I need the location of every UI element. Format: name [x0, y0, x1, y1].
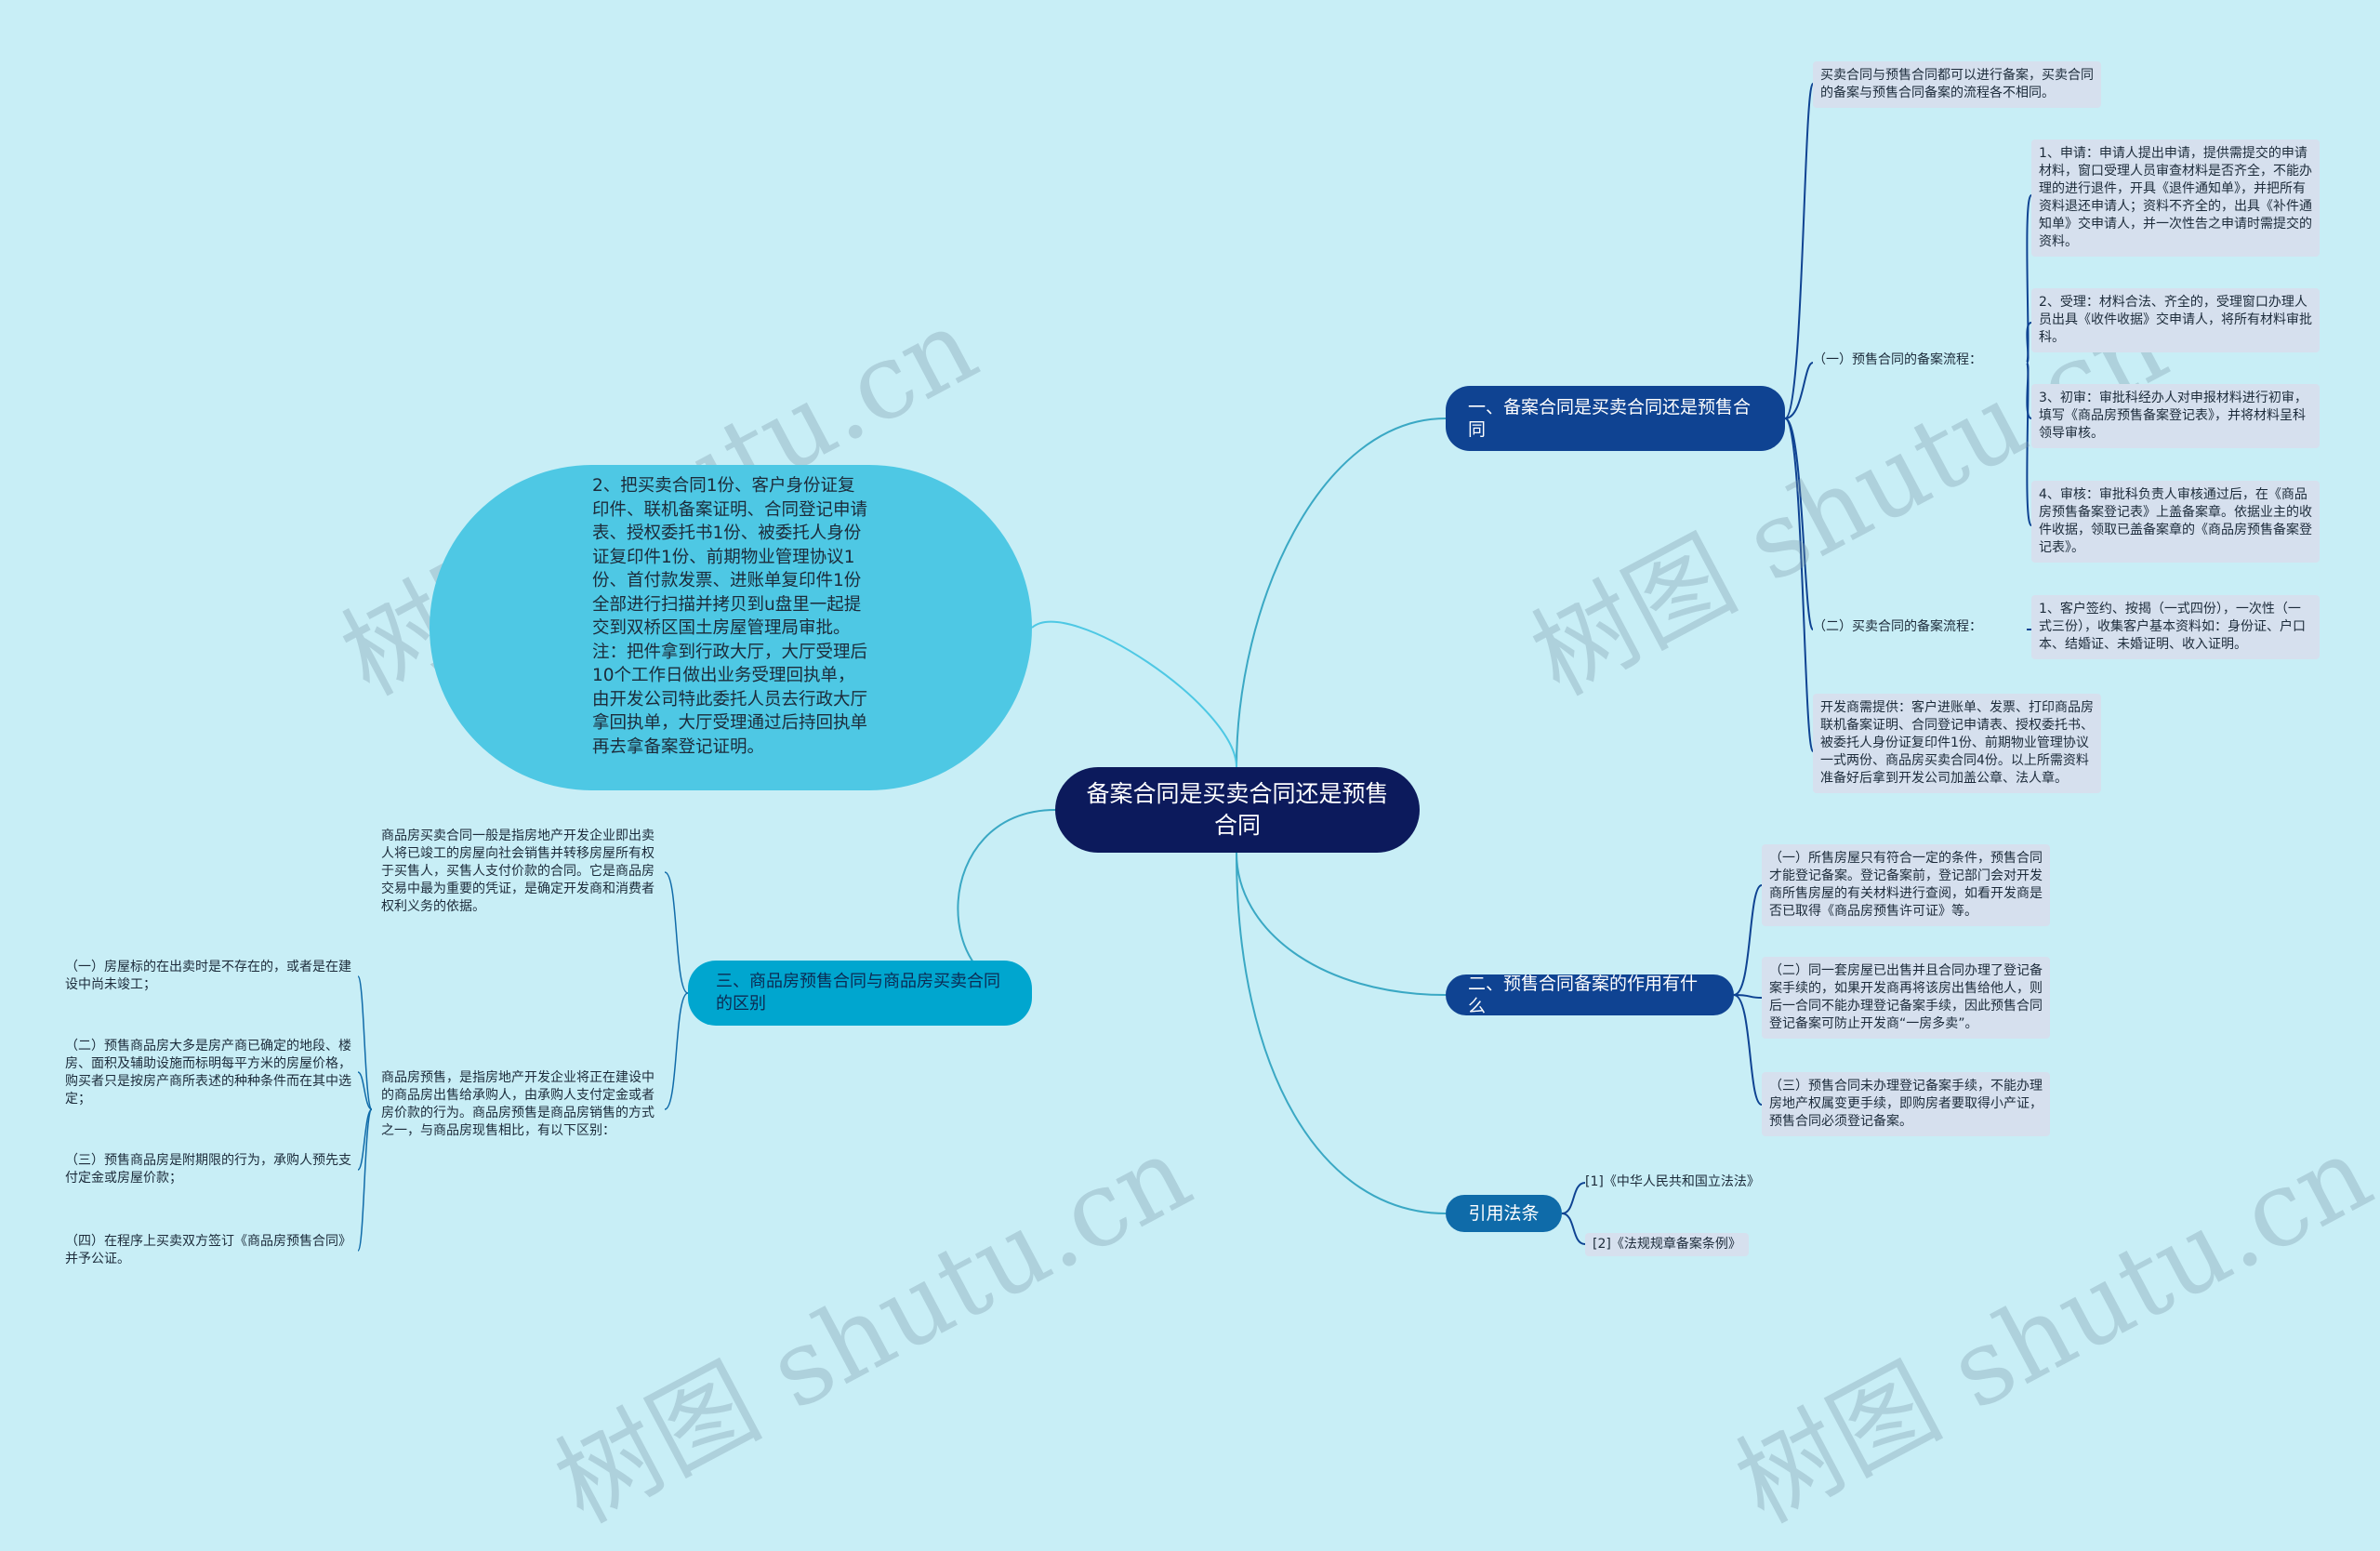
difference-item-3: （三）预售商品房是附期限的行为，承购人预先支付定金或房屋价款；	[65, 1153, 351, 1186]
law-reference-2[interactable]: [2]《法规规章备案条例》	[1585, 1233, 1749, 1256]
presale-step-4: 4、审核：审批科负责人审核通过后，在《商品房预售备案登记表》上盖备案章。依据业主…	[2031, 481, 2320, 563]
branch-contract-differences[interactable]: 三、商品房预售合同与商品房买卖合同的区别	[688, 961, 1032, 1026]
branch-cited-laws[interactable]: 引用法条	[1446, 1195, 1562, 1232]
purpose-item-3: （三）预售合同未办理登记备案手续，不能办理房地产权属变更手续，即购房者要取得小产…	[1762, 1072, 2050, 1136]
difference-item-1: （一）房屋标的在出卖时是不存在的，或者是在建设中尚未竣工；	[65, 960, 351, 992]
purchase-step-1: 1、客户签约、按揭（一式四份），一次性（一式三份），收集客户基本资料如：身份证、…	[2031, 595, 2320, 659]
purpose-item-2: （二）同一套房屋已出售并且合同办理了登记备案手续的，如果开发商再将该房出售给他人…	[1762, 957, 2050, 1039]
difference-item-2: （二）预售商品房大多是房产商已确定的地段、楼房、面积及辅助设施而标明每平方米的房…	[65, 1039, 351, 1107]
purchase-filing-step-2-bubble[interactable]: 2、把买卖合同1份、客户身份证复印件、联机备案证明、合同登记申请表、授权委托书1…	[430, 465, 1032, 790]
difference-item-4: （四）在程序上买卖双方签订《商品房预售合同》并予公证。	[65, 1234, 351, 1266]
presale-step-1: 1、申请：申请人提出申请，提供需提交的申请材料，窗口受理人员审查材料是否齐全，不…	[2031, 139, 2320, 257]
branch-filing-contract-type[interactable]: 一、备案合同是买卖合同还是预售合同	[1446, 386, 1785, 451]
presale-filing-process-label[interactable]: （一）预售合同的备案流程：	[1813, 352, 1982, 367]
law-reference-1[interactable]: [1]《中华人民共和国立法法》	[1585, 1174, 1760, 1189]
root-node[interactable]: 备案合同是买卖合同还是预售合同	[1055, 767, 1420, 853]
presale-step-3: 3、初审：审批科经办人对申报材料进行初审，填写《商品房预售备案登记表》，并将材料…	[2031, 384, 2320, 448]
purchase-filing-process-label[interactable]: （二）买卖合同的备案流程：	[1813, 619, 1982, 634]
purpose-item-1: （一）所售房屋只有符合一定的条件，预售合同才能登记备案。登记备案前，登记部门会对…	[1762, 844, 2050, 926]
presale-step-2: 2、受理：材料合法、齐全的，受理窗口办理人员出具《收件收据》交申请人，将所有材料…	[2031, 288, 2320, 352]
developer-materials: 开发商需提供：客户进账单、发票、打印商品房联机备案证明、合同登记申请表、授权委托…	[1813, 694, 2101, 793]
presale-definition: 商品房预售，是指房地产开发企业将正在建设中的商品房出售给承购人，由承购人支付定金…	[381, 1070, 654, 1138]
branch-presale-filing-purpose[interactable]: 二、预售合同备案的作用有什么	[1446, 974, 1734, 1016]
connector-lines	[357, 83, 2032, 1252]
branch1-intro: 买卖合同与预售合同都可以进行备案，买卖合同的备案与预售合同备案的流程各不相同。	[1813, 61, 2101, 108]
purchase-contract-definition: 商品房买卖合同一般是指房地产开发企业即出卖人将已竣工的房屋向社会销售并转移房屋所…	[381, 829, 654, 914]
